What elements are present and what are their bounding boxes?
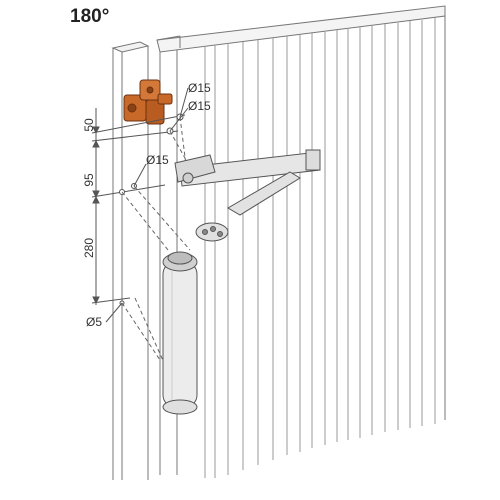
dimension-95: 95: [82, 173, 96, 187]
opening-angle-label: 180°: [70, 6, 110, 27]
dimension-280: 280: [82, 238, 96, 258]
alignment-lines: [121, 116, 191, 366]
diameter-label-mid: Ø15: [146, 153, 169, 167]
mounting-bracket: [123, 79, 173, 125]
closer-arm: [174, 149, 321, 242]
diameter-label-top-b: Ø15: [188, 99, 211, 113]
closer-cylinder: [162, 251, 198, 415]
diameter-label-bottom: Ø5: [86, 315, 102, 329]
gate-boards: [204, 18, 436, 478]
leader-lines: [105, 87, 189, 323]
diameter-label-top-a: Ø15: [188, 81, 211, 95]
gate-top-rail: [156, 5, 446, 53]
dimension-50: 50: [82, 118, 96, 132]
dimension-lines: [91, 108, 186, 305]
gate-panel: [156, 5, 446, 478]
